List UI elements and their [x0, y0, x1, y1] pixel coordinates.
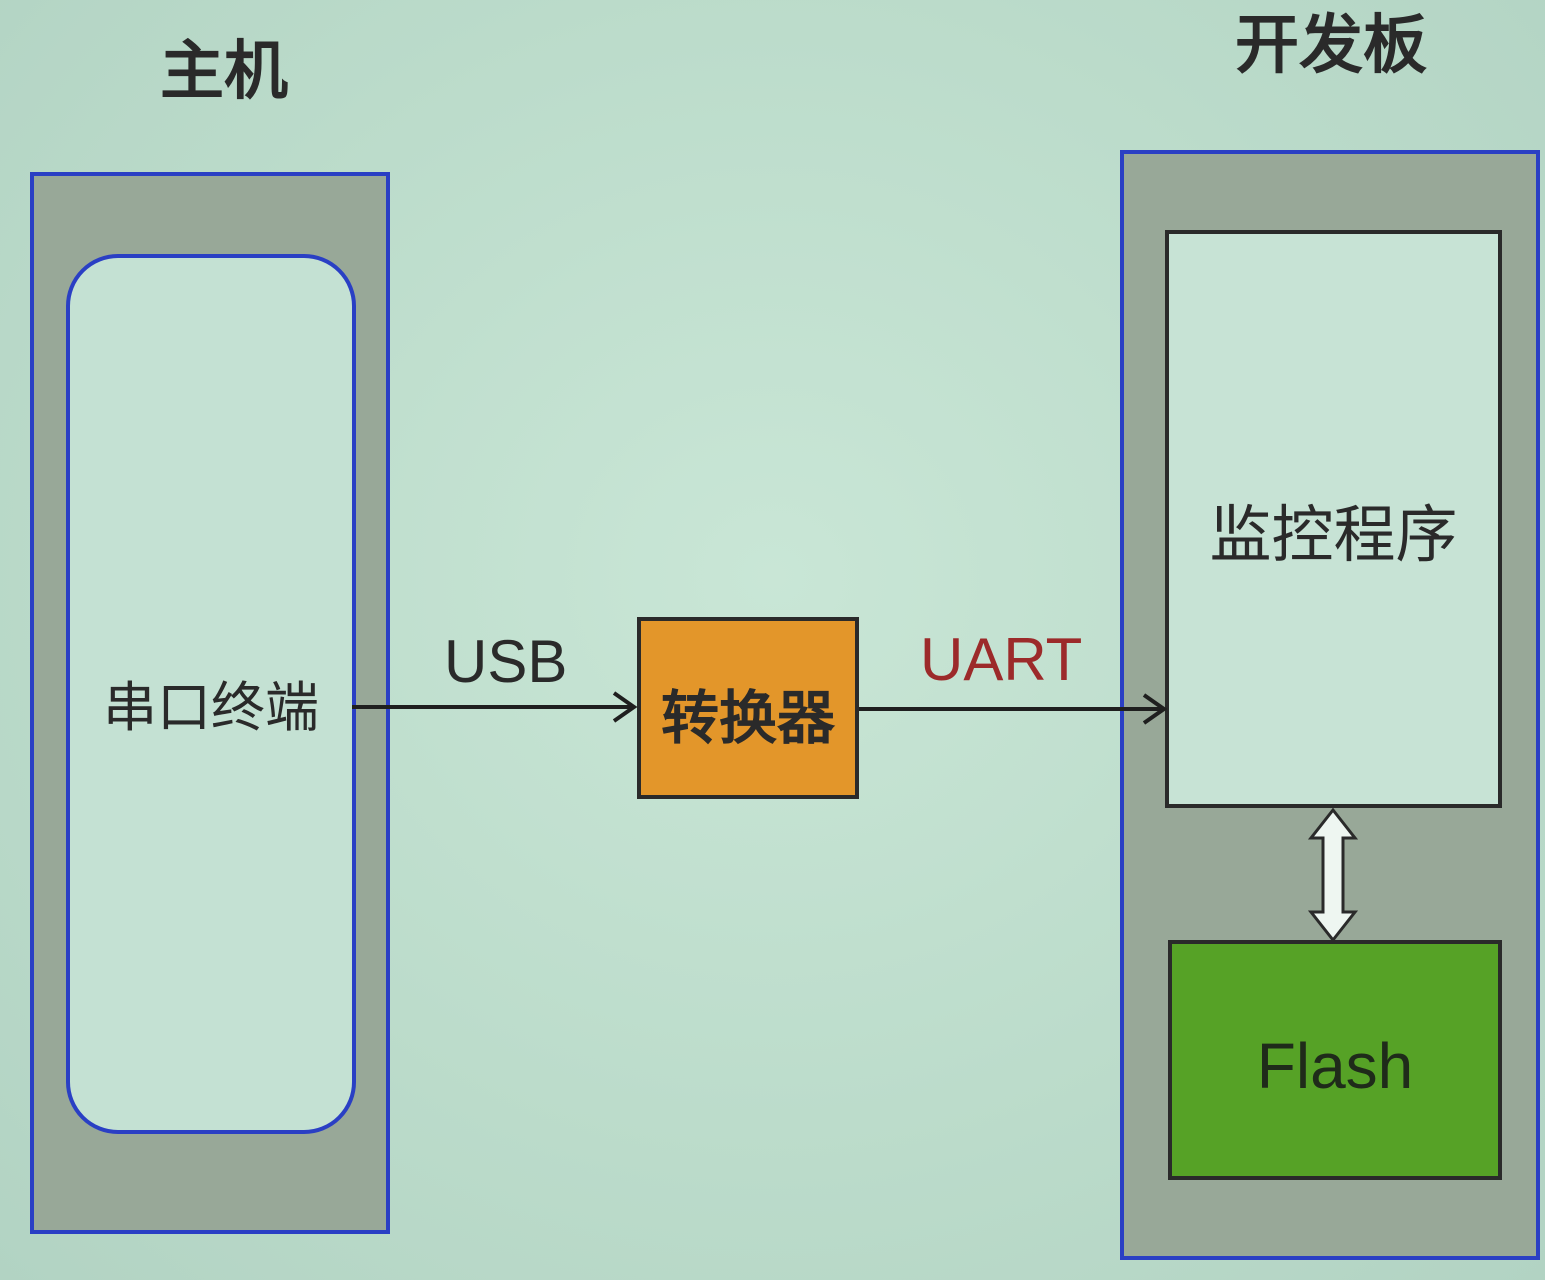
converter-box: 转换器 — [637, 617, 859, 799]
board-title: 开发板 — [1235, 9, 1427, 83]
serial-terminal-box: 串口终端 — [66, 254, 356, 1134]
usb-arrow — [352, 691, 638, 723]
flash-label: Flash — [1256, 1030, 1414, 1102]
flash-box: Flash — [1168, 940, 1502, 1180]
uart-label: UART — [920, 626, 1083, 693]
uart-arrow — [859, 693, 1168, 725]
monitor-program-box: 监控程序 — [1165, 230, 1502, 808]
monitor-program-label: 监控程序 — [1209, 498, 1458, 571]
serial-terminal-label: 串口终端 — [103, 676, 319, 739]
host-title: 主机 — [160, 35, 288, 109]
usb-label: USB — [444, 628, 568, 695]
converter-label: 转换器 — [660, 684, 835, 752]
